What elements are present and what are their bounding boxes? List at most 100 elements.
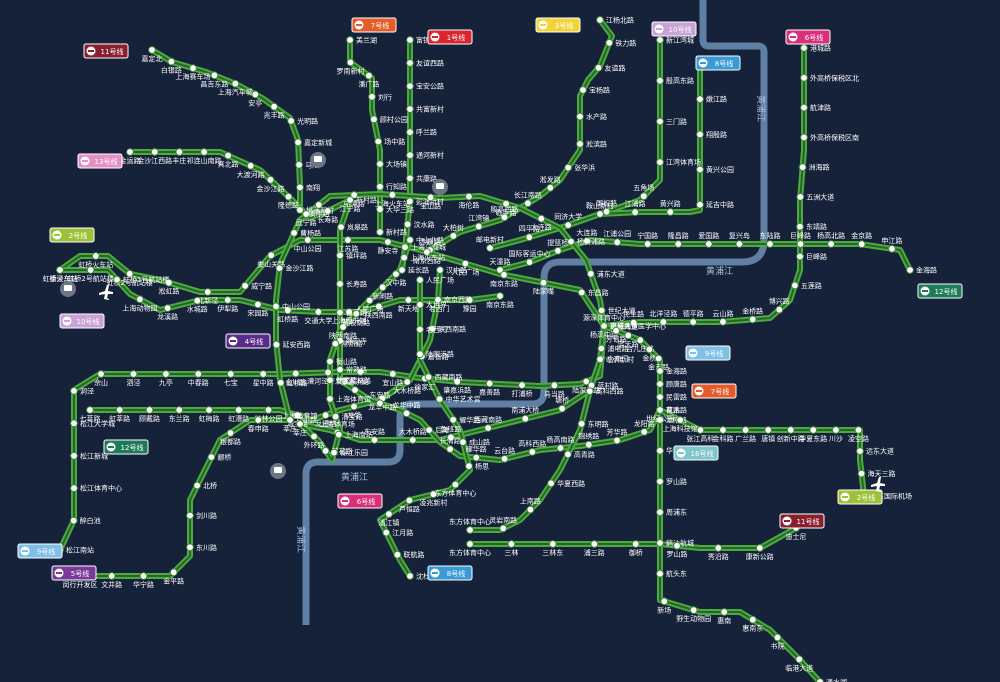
station-marker[interactable] xyxy=(748,615,757,624)
station-l11_s-3[interactable]: 浦三路 xyxy=(584,540,605,557)
station-l6_n-14[interactable]: 民生路 xyxy=(623,310,644,327)
station-marker[interactable] xyxy=(796,193,805,201)
station-l3_n-9[interactable]: 殷高西路 xyxy=(490,204,518,222)
station-marker[interactable] xyxy=(526,505,535,514)
station-l12_w-14[interactable]: 南京西路 xyxy=(434,295,472,304)
station-l12_w-11[interactable]: 大木桥路 xyxy=(393,378,421,395)
station-l2_e-9[interactable]: 凌空路 xyxy=(848,426,869,443)
station-l12_w-2[interactable]: 顾戴路 xyxy=(139,406,160,423)
station-l8_n-7[interactable]: 鞍山新村 xyxy=(586,201,614,218)
station-marker[interactable] xyxy=(596,355,604,364)
station-marker[interactable] xyxy=(286,416,294,424)
station-l11_nw-3[interactable]: 昌吉东路 xyxy=(200,71,228,88)
station-marker[interactable] xyxy=(537,214,546,223)
station-marker[interactable] xyxy=(97,370,105,378)
station-marker[interactable] xyxy=(636,336,645,345)
station-marker[interactable] xyxy=(453,377,462,386)
station-l2_e-11[interactable]: 海天三路 xyxy=(857,469,896,478)
station-l10_w-5[interactable]: 水城路 xyxy=(187,296,208,314)
station-marker[interactable] xyxy=(554,246,562,255)
station-marker[interactable] xyxy=(613,436,621,445)
station-l6_s-8[interactable]: 东方体育中心 xyxy=(449,517,491,534)
station-marker[interactable] xyxy=(656,393,664,401)
station-marker[interactable] xyxy=(500,213,509,222)
station-l7_s-4[interactable]: 杨高南路 xyxy=(547,435,575,452)
station-marker[interactable] xyxy=(596,210,604,218)
station-marker[interactable] xyxy=(163,304,172,313)
station-marker[interactable] xyxy=(246,161,255,170)
station-l12_e-13[interactable]: 国际客运中心 xyxy=(509,249,551,267)
station-marker[interactable] xyxy=(486,244,494,252)
station-l9_e-6[interactable]: 金海路 xyxy=(656,367,687,376)
station-marker[interactable] xyxy=(295,160,304,169)
station-marker[interactable] xyxy=(388,190,397,199)
station-l8_s-15[interactable]: 人民广场 xyxy=(416,276,454,285)
station-marker[interactable] xyxy=(374,137,383,146)
station-l6_n-3[interactable]: 外高桥保税区南 xyxy=(800,133,859,142)
station-l16-11[interactable]: 临港大道 xyxy=(785,655,813,672)
station-l12_w-13[interactable]: 陕西南路 xyxy=(428,324,466,333)
station-marker[interactable] xyxy=(302,210,311,219)
station-l7_s-9[interactable]: 后滩 xyxy=(425,426,449,435)
station-marker[interactable] xyxy=(107,572,116,580)
station-l1_s-6[interactable]: 上海体育馆 xyxy=(326,394,371,403)
station-l11_s-7[interactable]: 康新公路 xyxy=(746,544,774,561)
station-marker[interactable] xyxy=(150,148,159,156)
station-marker[interactable] xyxy=(365,71,373,80)
station-l8_s-2[interactable]: 江月路 xyxy=(382,528,413,537)
station-marker[interactable] xyxy=(461,259,470,268)
station-marker[interactable] xyxy=(696,130,704,139)
station-marker[interactable] xyxy=(673,541,681,550)
station-l8_s-4[interactable]: 芦恒路 xyxy=(399,496,420,513)
station-l8_s-12[interactable]: 陆家浜路 xyxy=(416,350,454,359)
station-marker[interactable] xyxy=(406,174,414,183)
line-badge-l8b[interactable]: 8号线 xyxy=(427,565,473,581)
station-l6_n-1[interactable]: 外高桥保税区北 xyxy=(800,73,859,82)
station-l4_ring-20[interactable]: 西藏南路 xyxy=(474,415,502,432)
station-marker[interactable] xyxy=(321,411,330,420)
station-marker[interactable] xyxy=(816,678,824,682)
station-marker[interactable] xyxy=(796,252,804,261)
station-l3_n-5[interactable]: 淞滨路 xyxy=(576,139,607,148)
station-l1_n-4[interactable]: 呼兰路 xyxy=(406,128,437,137)
station-l1_s-0[interactable]: 莘庄 xyxy=(293,420,307,437)
station-l4_ring-5[interactable]: 曹杨路 xyxy=(290,228,321,237)
station-marker[interactable] xyxy=(326,357,334,366)
station-l8_s-9[interactable]: 耀华路 xyxy=(449,415,480,424)
station-l4_ring-14[interactable]: 浦东大道 xyxy=(586,269,625,278)
station-l6_n-0[interactable]: 港城路 xyxy=(800,44,831,53)
station-marker[interactable] xyxy=(827,240,835,248)
station-marker[interactable] xyxy=(613,238,622,247)
station-l2_w-6[interactable]: 娄山关路 xyxy=(257,251,285,268)
station-marker[interactable] xyxy=(272,302,280,311)
station-marker[interactable] xyxy=(148,46,156,54)
station-l7_n-5[interactable]: 场中路 xyxy=(374,137,405,146)
station-l9_w-12[interactable]: 合川路 xyxy=(285,369,306,387)
station-l6_n-6[interactable]: 东靖路 xyxy=(796,222,827,231)
station-l4_ring-12[interactable]: 大连路 xyxy=(531,214,552,232)
station-l6_s-7[interactable]: 灵岩南路 xyxy=(489,515,517,533)
station-marker[interactable] xyxy=(656,36,664,44)
station-marker[interactable] xyxy=(424,373,433,381)
station-l13_w-2[interactable]: 丰庄 xyxy=(172,148,186,165)
station-l12_e-2[interactable]: 金京路 xyxy=(851,231,872,249)
station-marker[interactable] xyxy=(56,266,64,274)
station-marker[interactable] xyxy=(696,165,704,174)
station-marker[interactable] xyxy=(186,511,194,520)
station-l4_ring-18[interactable]: 塘桥 xyxy=(555,396,569,413)
station-l10_w-0[interactable]: 虹桥火车站 xyxy=(43,266,78,283)
station-marker[interactable] xyxy=(525,258,534,267)
station-l3_n-8[interactable]: 长江南路 xyxy=(514,190,542,208)
station-l8_n-2[interactable]: 翔殷路 xyxy=(696,130,727,139)
station-marker[interactable] xyxy=(314,308,323,316)
station-l1_s-11[interactable]: 黄陂南路 xyxy=(342,309,370,327)
station-l10_n-4[interactable]: 五角场 xyxy=(633,183,654,201)
station-l10_w-1[interactable]: 虹桥2号航站楼 xyxy=(67,266,114,283)
station-l1_n-2[interactable]: 宝安公路 xyxy=(406,82,444,91)
station-marker[interactable] xyxy=(639,192,648,201)
station-marker[interactable] xyxy=(660,597,669,606)
station-l7_n-8[interactable]: 大华三路 xyxy=(376,205,414,214)
station-marker[interactable] xyxy=(796,240,805,248)
station-marker[interactable] xyxy=(326,395,334,403)
station-l1_s-7[interactable]: 徐家汇 xyxy=(326,376,357,385)
